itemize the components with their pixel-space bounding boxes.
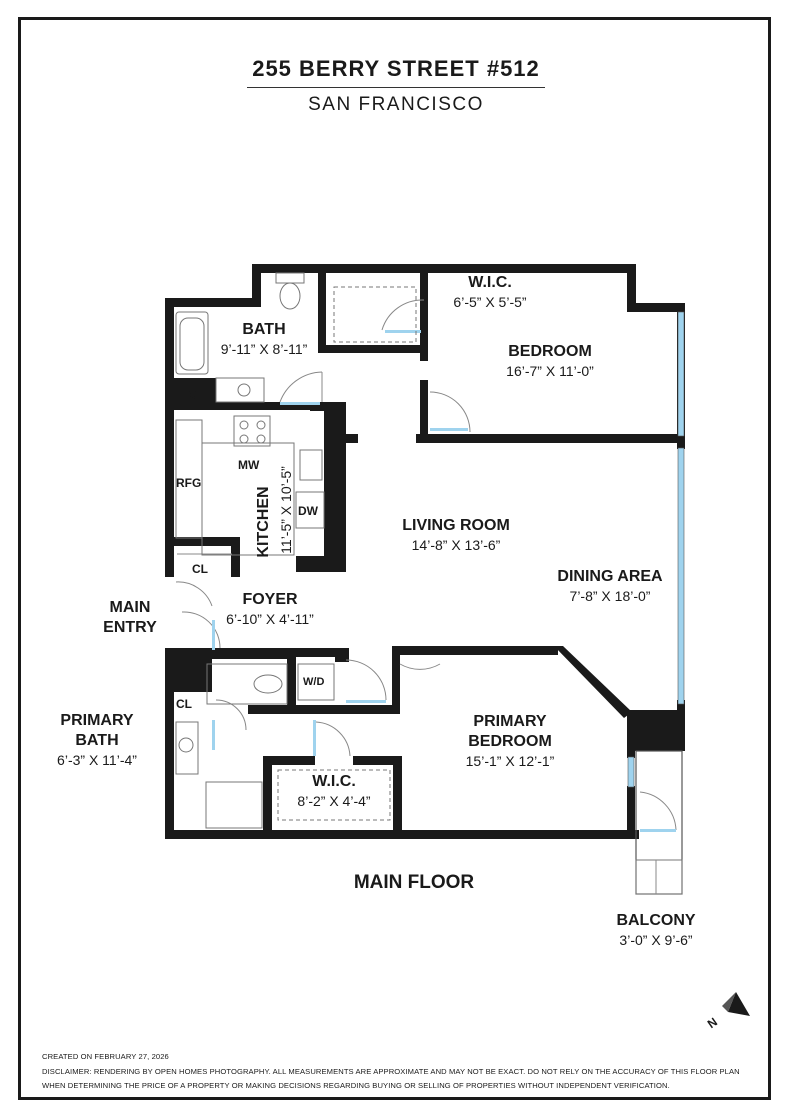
room-living: LIVING ROOM 14’-8” X 13’-6” bbox=[402, 517, 510, 553]
closet-rod bbox=[333, 286, 417, 343]
room-dining: DINING AREA 7’-8” X 18’-0” bbox=[557, 568, 663, 604]
refrigerator-label: RFG bbox=[176, 476, 202, 490]
room-balcony: BALCONY 3’-0” X 9’-6” bbox=[616, 912, 696, 948]
page-frame bbox=[18, 17, 771, 1100]
created-date: CREATED ON FEBRUARY 27, 2026 bbox=[42, 1052, 169, 1061]
fixtures bbox=[175, 272, 417, 829]
door-swings bbox=[175, 299, 677, 831]
room-bath: BATH 9’-11” X 8’-11” bbox=[220, 321, 308, 357]
windows bbox=[627, 311, 685, 788]
diagonal-wall bbox=[554, 646, 632, 718]
closet-label-bath: CL bbox=[188, 388, 204, 402]
main-entry-label: MAIN ENTRY bbox=[103, 599, 157, 636]
room-kitchen: KITCHEN bbox=[255, 486, 272, 558]
washer-dryer-label: W/D bbox=[303, 676, 325, 688]
floor-label: MAIN FLOOR bbox=[353, 872, 475, 893]
disclaimer-line-2: WHEN DETERMINING THE PRICE OF A PROPERTY… bbox=[42, 1081, 670, 1090]
dishwasher-label: DW bbox=[298, 504, 318, 518]
shower-icon bbox=[205, 781, 263, 829]
room-foyer: FOYER 6’-10” X 4’-11” bbox=[226, 591, 314, 627]
closet-label-foyer: CL bbox=[192, 562, 208, 576]
compass-icon bbox=[722, 992, 750, 1016]
closet-label-primary: CL bbox=[176, 697, 192, 711]
room-primary-bedroom: PRIMARY BEDROOM 15’-1” X 12’-1” bbox=[465, 713, 555, 769]
room-wic-bottom: W.I.C. 8’-2” X 4’-4” bbox=[297, 773, 371, 809]
city-subtitle: SAN FRANCISCO bbox=[308, 94, 484, 115]
room-bedroom: BEDROOM 16’-7” X 11’-0” bbox=[506, 343, 594, 379]
walls bbox=[165, 264, 685, 839]
kitchen-dims: 11’-5” X 10’-5” bbox=[278, 466, 294, 554]
title-underline bbox=[247, 87, 545, 88]
microwave-label: MW bbox=[238, 458, 260, 472]
disclaimer-line-1: DISCLAIMER: RENDERING BY OPEN HOMES PHOT… bbox=[42, 1067, 740, 1076]
bathtub-icon bbox=[175, 311, 209, 375]
room-primary-bath: PRIMARY BATH 6’-3” X 11’-4” bbox=[57, 712, 137, 768]
address-title: 255 BERRY STREET #512 bbox=[252, 56, 540, 81]
toilet-icon-2 bbox=[253, 674, 283, 694]
sink-icon bbox=[237, 383, 251, 397]
kitchen-sink-icon bbox=[299, 449, 323, 481]
toilet-icon bbox=[279, 282, 301, 310]
stove-icon bbox=[233, 415, 271, 447]
room-wic-top: W.I.C. 6’-5” X 5’-5” bbox=[453, 274, 527, 310]
